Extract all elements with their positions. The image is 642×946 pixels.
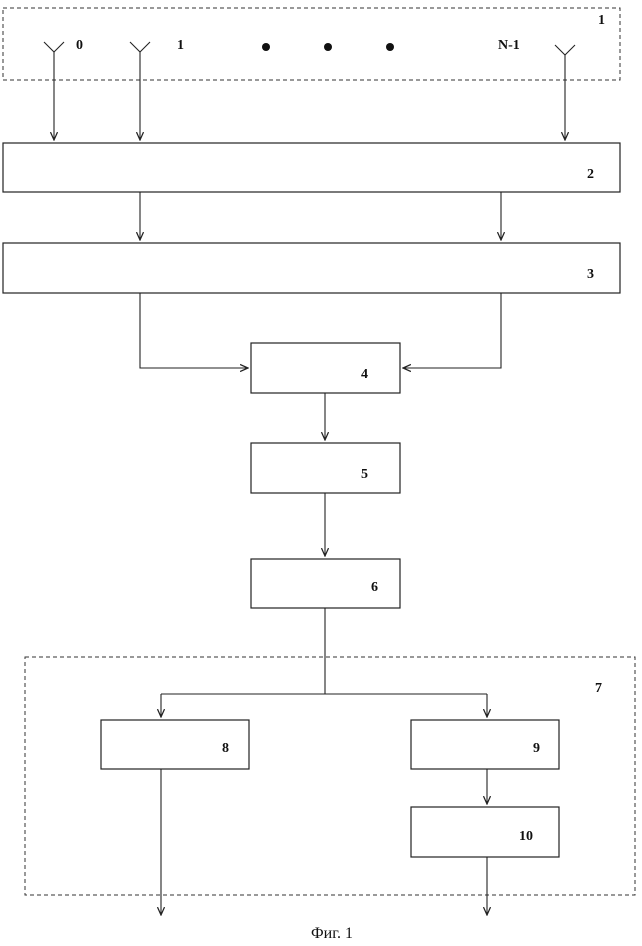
- block-7-frame: [25, 657, 635, 895]
- block-2: [3, 143, 620, 192]
- connector-arrow: [140, 293, 248, 368]
- block-9-label: 9: [533, 741, 540, 756]
- block-4: [251, 343, 400, 393]
- antenna-array-frame: [3, 8, 620, 80]
- block-5: [251, 443, 400, 493]
- block-10: [411, 807, 559, 857]
- block-7-label: 7: [595, 681, 602, 696]
- block-3: [3, 243, 620, 293]
- block-6-label: 6: [371, 580, 378, 595]
- antenna-array-label: 1: [598, 13, 605, 28]
- block-4-label: 4: [361, 367, 368, 382]
- block-2-label: 2: [587, 167, 594, 182]
- ellipsis-dot: [262, 43, 270, 51]
- antenna-label-1: 1: [177, 38, 184, 53]
- connector-arrow: [403, 293, 501, 368]
- figure-caption: Фиг. 1: [311, 925, 353, 942]
- block-8-label: 8: [222, 741, 229, 756]
- antenna-icon: [555, 45, 575, 140]
- ellipsis-dot: [324, 43, 332, 51]
- antenna-label-0: 0: [76, 38, 83, 53]
- block-5-label: 5: [361, 467, 368, 482]
- antenna-icon: [130, 42, 150, 140]
- antenna-label-n1: N-1: [498, 38, 520, 53]
- block-3-label: 3: [587, 267, 594, 282]
- antenna-icon: [44, 42, 64, 140]
- ellipsis-dot: [386, 43, 394, 51]
- block-10-label: 10: [519, 829, 533, 844]
